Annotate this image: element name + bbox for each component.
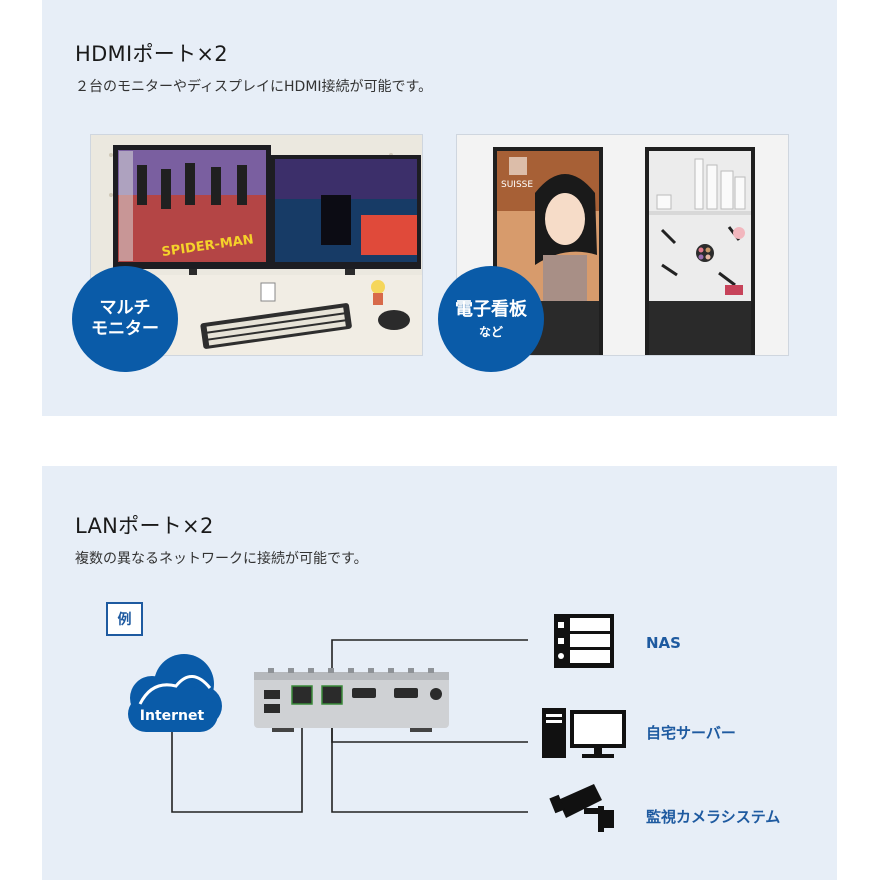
badge-multi-line1: マルチ [99, 298, 151, 318]
cloud-icon [128, 654, 222, 732]
hdmi-section: HDMIポート×2 ２台のモニターやディスプレイにHDMI接続が可能です。 SP… [42, 0, 837, 416]
security-camera-icon [549, 784, 614, 832]
signage-brand-text: SUISSE [501, 180, 533, 190]
target-label-camera: 監視カメラシステム [646, 808, 780, 826]
lan-heading: LANポート×2 [75, 514, 214, 538]
badge-sign-main: 電子看板 [455, 298, 527, 320]
hdmi-heading: HDMIポート×2 [75, 42, 228, 66]
badge-sign-sub: など [478, 324, 503, 339]
target-label-nas: NAS [646, 634, 681, 652]
digital-signage-badge: 電子看板 など [438, 266, 544, 372]
badge-multi-line2: モニター [91, 319, 159, 339]
multi-monitor-illustration: SPIDER-MAN [91, 135, 422, 355]
mini-pc-device [254, 668, 449, 732]
example-tag: 例 [106, 602, 143, 636]
hdmi-description: ２台のモニターやディスプレイにHDMI接続が可能です。 [75, 79, 433, 95]
digital-signage-illustration: SUISSE [493, 147, 755, 355]
multi-monitor-photo: SPIDER-MAN [90, 134, 423, 356]
lan-connection-diagram: Internet [128, 614, 780, 832]
lan-description: 複数の異なるネットワークに接続が可能です。 [75, 551, 368, 567]
target-label-home-server: 自宅サーバー [646, 724, 736, 742]
multi-monitor-badge: マルチ モニター [72, 266, 178, 372]
server-rack-icon [554, 614, 614, 668]
lan-section: LANポート×2 複数の異なるネットワークに接続が可能です。 例 Interne… [42, 466, 837, 880]
desktop-pc-icon [542, 708, 626, 758]
cloud-label: Internet [140, 708, 205, 724]
digital-signage-photo: SUISSE [456, 134, 789, 356]
